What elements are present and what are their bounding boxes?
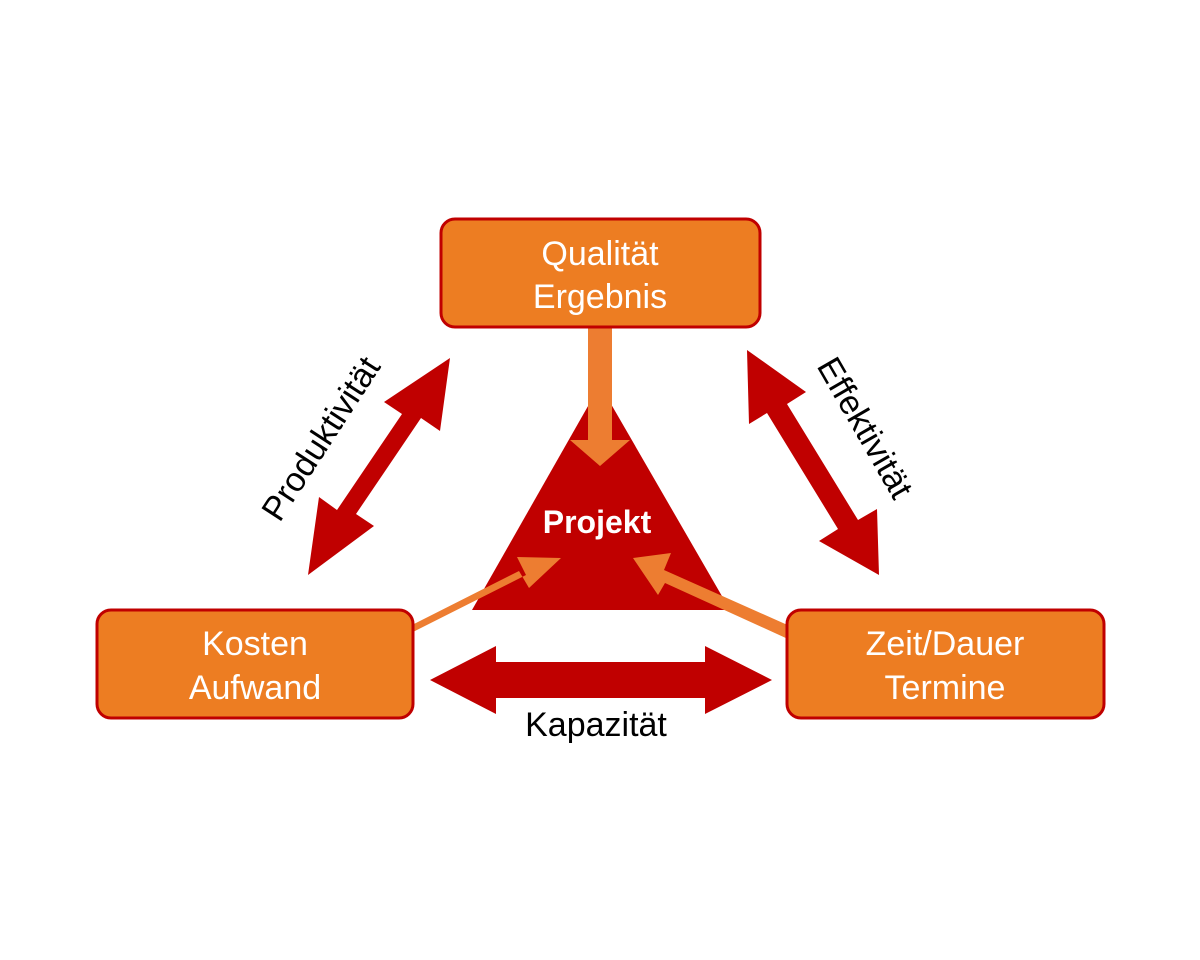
double-arrow-productivity-icon (308, 358, 450, 575)
node-quality: Qualität Ergebnis (439, 217, 762, 329)
flow-arrow-cost-icon (405, 557, 561, 636)
node-quality-line2: Ergebnis (533, 278, 667, 316)
node-cost-line2: Aufwand (189, 669, 321, 707)
node-cost-box (95, 608, 415, 720)
double-arrow-effectivity-icon (747, 350, 879, 575)
double-arrow-capacity-icon (430, 646, 772, 714)
flow-arrow-quality-icon (570, 328, 630, 466)
center-label: Projekt (543, 504, 652, 540)
node-quality-line1: Qualität (541, 235, 659, 273)
node-time-box (785, 608, 1106, 720)
node-time-line1: Zeit/Dauer (866, 625, 1025, 663)
node-time-line2: Termine (885, 669, 1006, 707)
node-quality-box (439, 217, 762, 329)
flow-arrow-time-icon (633, 553, 792, 639)
node-time: Zeit/Dauer Termine (785, 608, 1106, 720)
edge-label-capacity: Kapazität (525, 706, 667, 744)
node-cost: Kosten Aufwand (95, 608, 415, 720)
node-cost-line1: Kosten (202, 625, 308, 663)
